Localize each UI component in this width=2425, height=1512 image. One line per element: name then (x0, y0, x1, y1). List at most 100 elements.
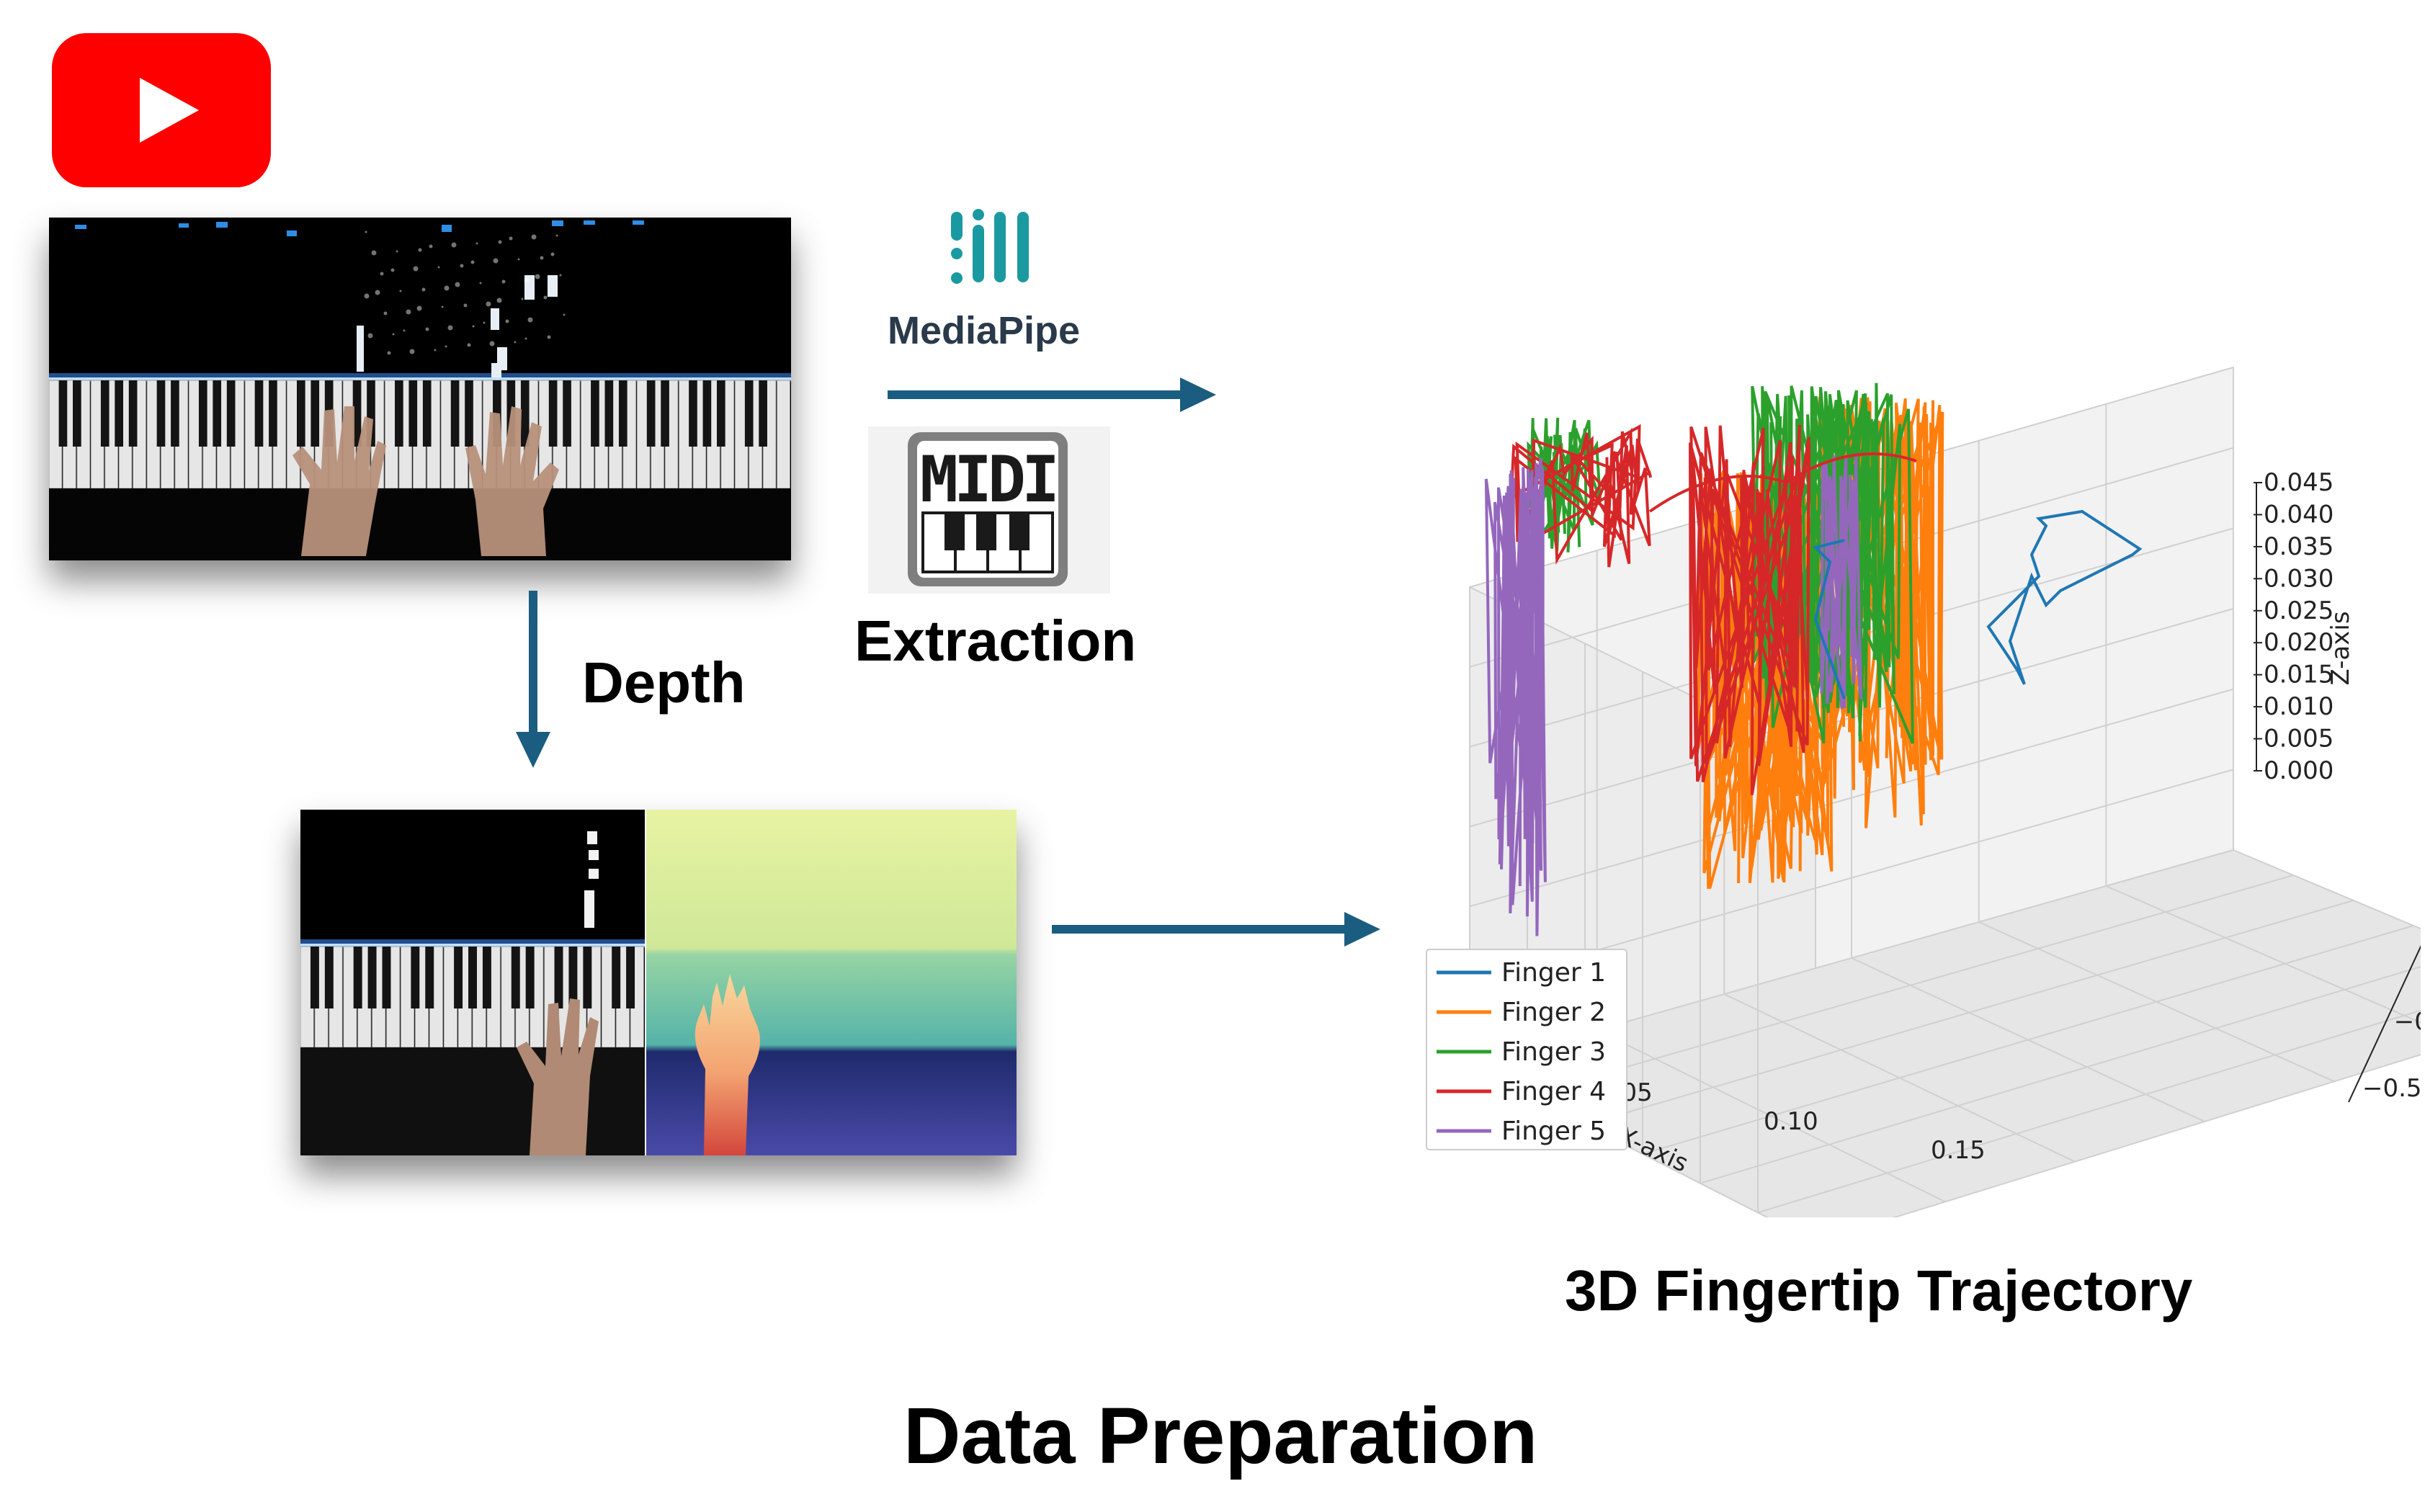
sparkle (437, 266, 440, 269)
falling-note (552, 220, 563, 226)
black-key (520, 380, 530, 447)
sparkle (403, 329, 406, 332)
black-key (450, 380, 460, 447)
piano-base (300, 1047, 645, 1155)
left-hand (292, 406, 386, 556)
sparkle (475, 242, 478, 245)
legend-entry: Finger 1 (1501, 958, 1606, 988)
black-key (583, 947, 592, 1008)
sparkle (531, 234, 537, 240)
legend-entry: Finger 4 (1501, 1077, 1606, 1106)
sparkle (470, 260, 475, 264)
falling-note (491, 363, 501, 377)
sparkle (460, 264, 464, 268)
falling-note (587, 831, 597, 844)
sparkle (444, 285, 450, 291)
split-divider (645, 810, 646, 1155)
black-key (626, 947, 635, 1008)
y-tick-label: −0.4 (2394, 1008, 2421, 1037)
z-tick-label: 0.020 (2264, 628, 2334, 657)
sparkle (543, 295, 548, 300)
black-key (156, 380, 166, 447)
sparkle (486, 301, 491, 307)
sparkle (418, 248, 422, 252)
glow-line-core (300, 944, 645, 947)
sparkle (467, 343, 471, 347)
black-key (128, 380, 138, 447)
mediapipe-logo-icon (951, 209, 1029, 284)
black-key (554, 947, 563, 1008)
sparkle (527, 317, 533, 323)
finger-trace (1689, 424, 1811, 795)
z-tick-label: 0.005 (2264, 725, 2334, 753)
sparkle (555, 234, 558, 237)
black-key (482, 947, 491, 1008)
legend-box (1426, 949, 1627, 1150)
falling-note (287, 231, 297, 236)
sparkle (550, 252, 555, 256)
sparkle (493, 258, 499, 264)
x-tick-label: 0.15 (1931, 1136, 1986, 1165)
black-key (744, 380, 754, 447)
black-key (525, 947, 535, 1008)
sparkle (535, 274, 540, 279)
sparkle (429, 244, 433, 249)
black-key (254, 380, 264, 447)
sparkle (367, 333, 373, 339)
sparkle (479, 282, 482, 285)
hand (517, 998, 599, 1155)
legend-entry: Finger 2 (1501, 998, 1606, 1027)
sparkle (399, 290, 402, 292)
sparkle (524, 337, 527, 340)
finger-trace (1813, 539, 1846, 699)
sparkle (413, 266, 419, 272)
z-tick-label: 0.030 (2264, 564, 2334, 593)
finger-trace (1816, 396, 1944, 828)
black-key (511, 947, 520, 1008)
legend-entry: Finger 5 (1501, 1117, 1606, 1146)
z-tick-label: 0.015 (2264, 661, 2334, 689)
sparkle (425, 327, 429, 331)
falling-note (589, 869, 599, 879)
svg-text:MIDI: MIDI (920, 442, 1055, 516)
x-tick-label: 0.10 (1764, 1107, 1818, 1136)
falling-note (633, 220, 644, 225)
black-key (296, 380, 305, 447)
black-key (568, 947, 578, 1008)
black-key (618, 380, 628, 447)
sparkle (463, 303, 468, 308)
black-key (115, 380, 123, 447)
sparkle (505, 319, 509, 323)
black-key (269, 380, 277, 447)
black-key (454, 947, 463, 1008)
sparkle (509, 236, 513, 241)
sparkle (447, 325, 453, 331)
falling-note (524, 275, 535, 300)
black-key (702, 380, 712, 447)
falling-note (548, 275, 558, 297)
black-key (226, 380, 236, 447)
y-tick-label: −0.5 (2362, 1074, 2421, 1103)
black-key (422, 380, 432, 447)
black-key (411, 947, 420, 1008)
falling-note (216, 222, 228, 228)
sparkle (445, 345, 447, 348)
sparkle (365, 231, 367, 233)
black-key (759, 380, 767, 447)
sparkle (483, 321, 486, 324)
black-key (171, 380, 179, 447)
piano-video-frame (49, 218, 791, 560)
sparkle (390, 268, 395, 272)
falling-note (584, 220, 595, 225)
black-key (367, 380, 375, 447)
black-key (310, 947, 319, 1008)
sparkle (524, 277, 530, 283)
sparkle (517, 258, 520, 261)
right-hand (465, 406, 559, 556)
arrow-right-bottom (1052, 912, 1380, 947)
black-key (198, 380, 207, 447)
piano-base (49, 488, 791, 560)
sparkle (451, 242, 457, 248)
sparkle (559, 274, 562, 277)
